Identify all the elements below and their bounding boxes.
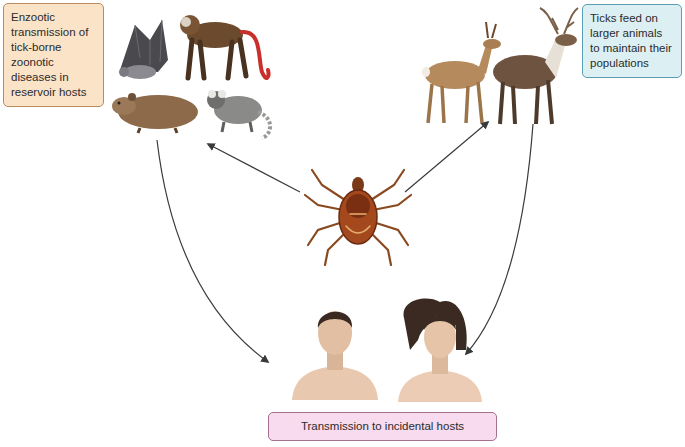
arrow [405,122,488,192]
deer [422,22,501,123]
rodent [112,93,198,133]
reindeer [493,8,578,124]
box-text: Transmission to incidental hosts [276,419,489,434]
caption-box: Transmission to incidental hosts [268,412,497,441]
monkey [180,15,269,78]
box-text: Ticks feed on larger animals to maintain… [590,11,674,71]
human-woman [398,299,482,402]
arrows [157,122,533,362]
info-box: Ticks feed on larger animals to maintain… [582,4,682,78]
bat [119,20,168,79]
arrow [208,144,300,192]
info-box: Enzootic transmission of tick-borne zoon… [3,3,104,107]
arrow [157,140,268,362]
tick [305,170,411,265]
arrow [466,124,533,354]
box-text: Enzootic transmission of tick-borne zoon… [11,10,96,100]
marmoset [207,90,270,138]
human-man [292,311,378,400]
